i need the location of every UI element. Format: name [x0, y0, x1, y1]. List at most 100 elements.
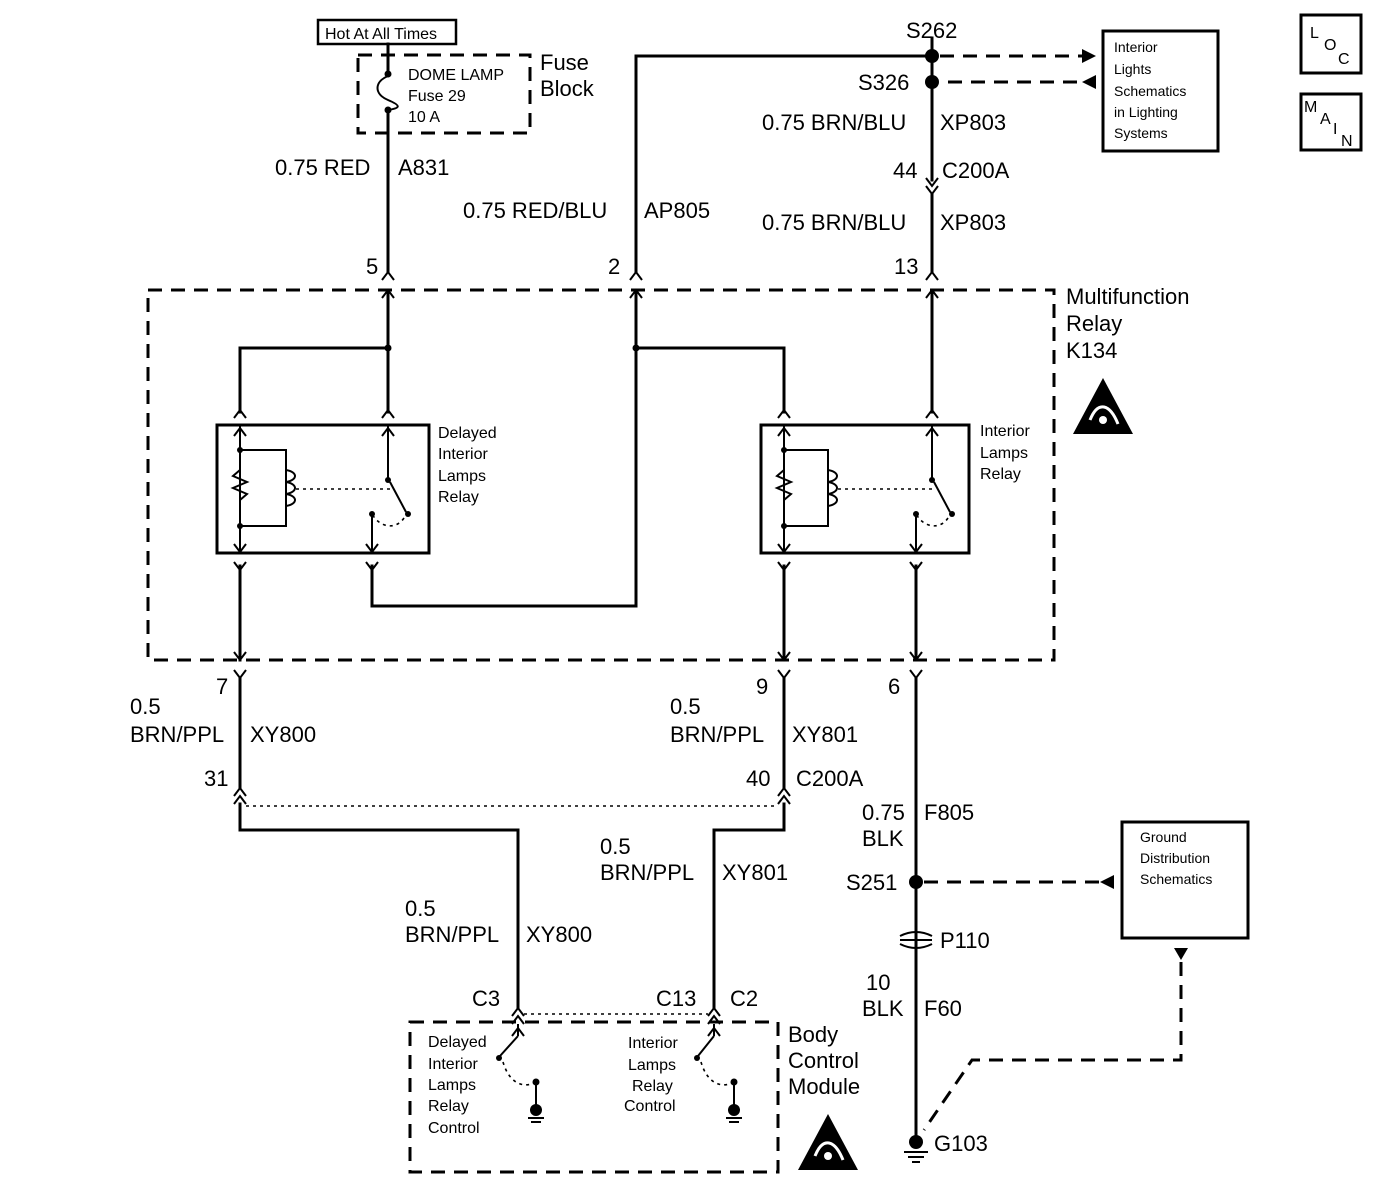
interior-lamps-relay: Interior Lamps Relay — [759, 408, 1030, 572]
wire-xy800-lower-circuit: XY800 — [526, 922, 592, 947]
delayed-relay-label-line2: Interior — [438, 446, 488, 463]
multifunction-relay-k134: Multifunction Relay K134 5 2 13 — [146, 254, 1190, 699]
delayed-relay-label-line4: Relay — [438, 489, 479, 506]
bcm-delayed-line5: Control — [428, 1120, 480, 1137]
bcm-connector-c3: C3 — [472, 986, 500, 1011]
wire-f805-size: 0.75 — [862, 800, 905, 825]
delayed-relay-label-line3: Lamps — [438, 468, 486, 485]
wire-xp803-bottom-circuit: XP803 — [940, 210, 1006, 235]
ref-ground-line3: Schematics — [1140, 871, 1212, 887]
splice-s326-label: S326 — [858, 70, 909, 95]
ref-interior-line1: Interior — [1114, 39, 1158, 55]
connector-c200a-pin-40: 40 — [746, 766, 770, 791]
svg-text:C: C — [1338, 51, 1350, 68]
svg-text:A: A — [1320, 111, 1331, 128]
svg-text:N: N — [1341, 133, 1353, 150]
fuse-rating: 10 A — [408, 109, 440, 126]
wire-xp803-top-circuit: XP803 — [940, 110, 1006, 135]
fuse-block-label-line2: Block — [540, 76, 595, 101]
ref-interior-line2: Lights — [1114, 61, 1151, 77]
fuse-block-label-line1: Fuse — [540, 50, 589, 75]
wire-f60-circuit: F60 — [924, 996, 962, 1021]
wire-f60-size: 10 — [866, 970, 890, 995]
relay-module-name-line1: Multifunction — [1066, 284, 1190, 309]
interior-relay-label-line3: Relay — [980, 466, 1021, 483]
bcm-connector-c2: C2 — [730, 986, 758, 1011]
wire-xy801-lower — [712, 802, 786, 1010]
wire-xy801-lower-color: BRN/PPL — [600, 860, 694, 885]
bcm-interior-line3: Relay — [632, 1078, 673, 1095]
delayed-interior-lamps-relay: Delayed Interior Lamps Relay — [215, 408, 497, 572]
coil-symbol — [285, 469, 296, 507]
body-control-module: C3 C13 C2 Delayed Interior Lamps — [408, 986, 860, 1174]
wire-f805-color: BLK — [862, 826, 904, 851]
wire-xy800-lower-color: BRN/PPL — [405, 922, 499, 947]
ref-interior-line5: Systems — [1114, 125, 1168, 141]
bcm-interior-line4: Control — [624, 1098, 676, 1115]
ref-ground-line2: Distribution — [1140, 850, 1210, 866]
wire-xy801-upper-circuit: XY801 — [792, 722, 858, 747]
interior-lights-reference-box[interactable]: Interior Lights Schematics in Lighting S… — [1101, 29, 1220, 153]
wire-ap805 — [634, 54, 934, 274]
svg-text:L: L — [1310, 25, 1319, 42]
relay-module-name-line2: Relay — [1066, 311, 1122, 336]
splice-s262-label: S262 — [906, 18, 957, 43]
interior-relay-label-line1: Interior — [980, 423, 1030, 440]
relay-pin-2: 2 — [608, 254, 620, 279]
wire-ap805-size: 0.75 RED/BLU — [463, 198, 607, 223]
bcm-interior-line2: Lamps — [628, 1057, 676, 1074]
ground-g103-label: G103 — [934, 1131, 988, 1156]
fuse-29-symbol — [376, 75, 399, 111]
connector-c200a-top-name: C200A — [942, 158, 1010, 183]
splice-s251 — [909, 875, 923, 889]
ground-g103: G103 — [904, 1131, 988, 1163]
hot-at-all-times-tag: Hot At All Times — [316, 18, 458, 46]
wire-ap805-circuit: AP805 — [644, 198, 710, 223]
bcm-interior-line1: Interior — [628, 1035, 678, 1052]
splice-s326 — [925, 75, 939, 89]
svg-text:O: O — [1324, 37, 1336, 54]
relay-pin-9: 9 — [756, 674, 768, 699]
wire-xp803-top-size: 0.75 BRN/BLU — [762, 110, 906, 135]
connector-c200a-middle-name: C200A — [796, 766, 864, 791]
ref-interior-line4: in Lighting — [1114, 104, 1178, 120]
wire-f60-color: BLK — [862, 996, 904, 1021]
ground-distribution-reference-box[interactable]: Ground Distribution Schematics — [1120, 820, 1250, 940]
connector-c200a-middle: 31 40 C200A — [204, 766, 864, 807]
svg-text:M: M — [1304, 99, 1317, 116]
ref-interior-line3: Schematics — [1114, 83, 1186, 99]
wire-xy801-upper-size: 0.5 — [670, 694, 701, 719]
fuse-name: DOME LAMP — [408, 67, 504, 84]
fuse-number: Fuse 29 — [408, 88, 466, 105]
ref-ground-line1: Ground — [1140, 829, 1187, 845]
bcm-delayed-line2: Interior — [428, 1056, 478, 1073]
connector-c200a-top — [925, 177, 939, 188]
svg-text:I: I — [1333, 121, 1337, 138]
connector-p110-label: P110 — [940, 928, 990, 953]
main-icon[interactable]: M A I N — [1299, 92, 1363, 152]
connector-p110: P110 — [899, 928, 990, 953]
fuse-block: DOME LAMP Fuse 29 10 A Fuse Block — [356, 50, 595, 135]
esd-warning-icon — [798, 1114, 858, 1170]
loc-icon[interactable]: L O C — [1299, 13, 1363, 75]
relay-pin-7: 7 — [216, 674, 228, 699]
wire-xy800-upper-color: BRN/PPL — [130, 722, 224, 747]
wire-xy800-upper-circuit: XY800 — [250, 722, 316, 747]
wire-xy800-lower-size: 0.5 — [405, 896, 436, 921]
bcm-delayed-line1: Delayed — [428, 1034, 487, 1051]
bcm-name-line3: Module — [788, 1074, 860, 1099]
wire-xy801-lower-size: 0.5 — [600, 834, 631, 859]
resistor-symbol — [230, 469, 250, 501]
wire-xy800-lower — [238, 802, 520, 1010]
connector-c200a-pin-31: 31 — [204, 766, 228, 791]
bcm-delayed-line3: Lamps — [428, 1077, 476, 1094]
interior-relay-label-line2: Lamps — [980, 445, 1028, 462]
wire-f805-circuit: F805 — [924, 800, 974, 825]
wire-a831-circuit: A831 — [398, 155, 449, 180]
wire-xy801-upper-color: BRN/PPL — [670, 722, 764, 747]
bcm-name-line2: Control — [788, 1048, 859, 1073]
wire-xp803-bottom-size: 0.75 BRN/BLU — [762, 210, 906, 235]
relay-pin-13: 13 — [894, 254, 918, 279]
